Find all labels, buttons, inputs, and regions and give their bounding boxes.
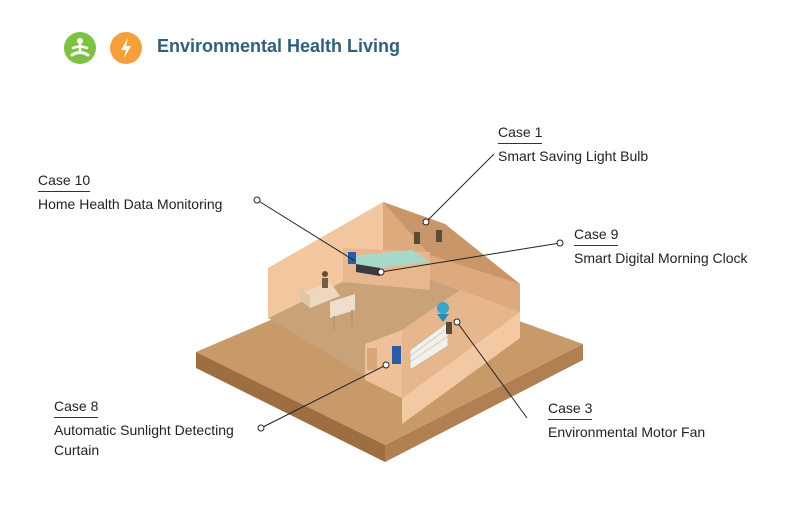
digital-clock-icon <box>356 264 380 276</box>
case-label: Case 3 <box>548 398 593 420</box>
wellness-meditation-icon <box>64 32 96 64</box>
callout-case-8: Case 8 Automatic Sunlight Detecting Curt… <box>54 396 264 460</box>
curtain-sensor-icon <box>392 346 401 364</box>
case-description: Environmental Motor Fan <box>548 424 706 440</box>
light-bulb-icon <box>414 232 420 244</box>
person-icon <box>322 271 328 277</box>
bed <box>350 250 430 270</box>
case-description: Automatic Sunlight Detecting Curtain <box>54 422 234 458</box>
motor-fan-icon <box>437 302 449 314</box>
callout-case-1: Case 1 Smart Saving Light Bulb <box>498 122 648 166</box>
case-description: Home Health Data Monitoring <box>38 196 223 212</box>
case-label: Case 9 <box>574 224 619 246</box>
case-description: Smart Saving Light Bulb <box>498 148 649 164</box>
callout-case-3: Case 3 Environmental Motor Fan <box>548 398 705 442</box>
left-wall <box>268 202 383 318</box>
callout-case-9: Case 9 Smart Digital Morning Clock <box>574 224 748 268</box>
callout-case-10: Case 10 Home Health Data Monitoring <box>38 170 222 214</box>
case-description: Smart Digital Morning Clock <box>574 250 748 266</box>
health-monitor-icon <box>348 252 356 264</box>
case-label: Case 10 <box>38 170 91 192</box>
case-label: Case 8 <box>54 396 99 418</box>
case-label: Case 1 <box>498 122 543 144</box>
leader-lines <box>253 153 564 432</box>
energy-bolt-icon <box>110 32 142 64</box>
page-title: Environmental Health Living <box>157 36 401 56</box>
